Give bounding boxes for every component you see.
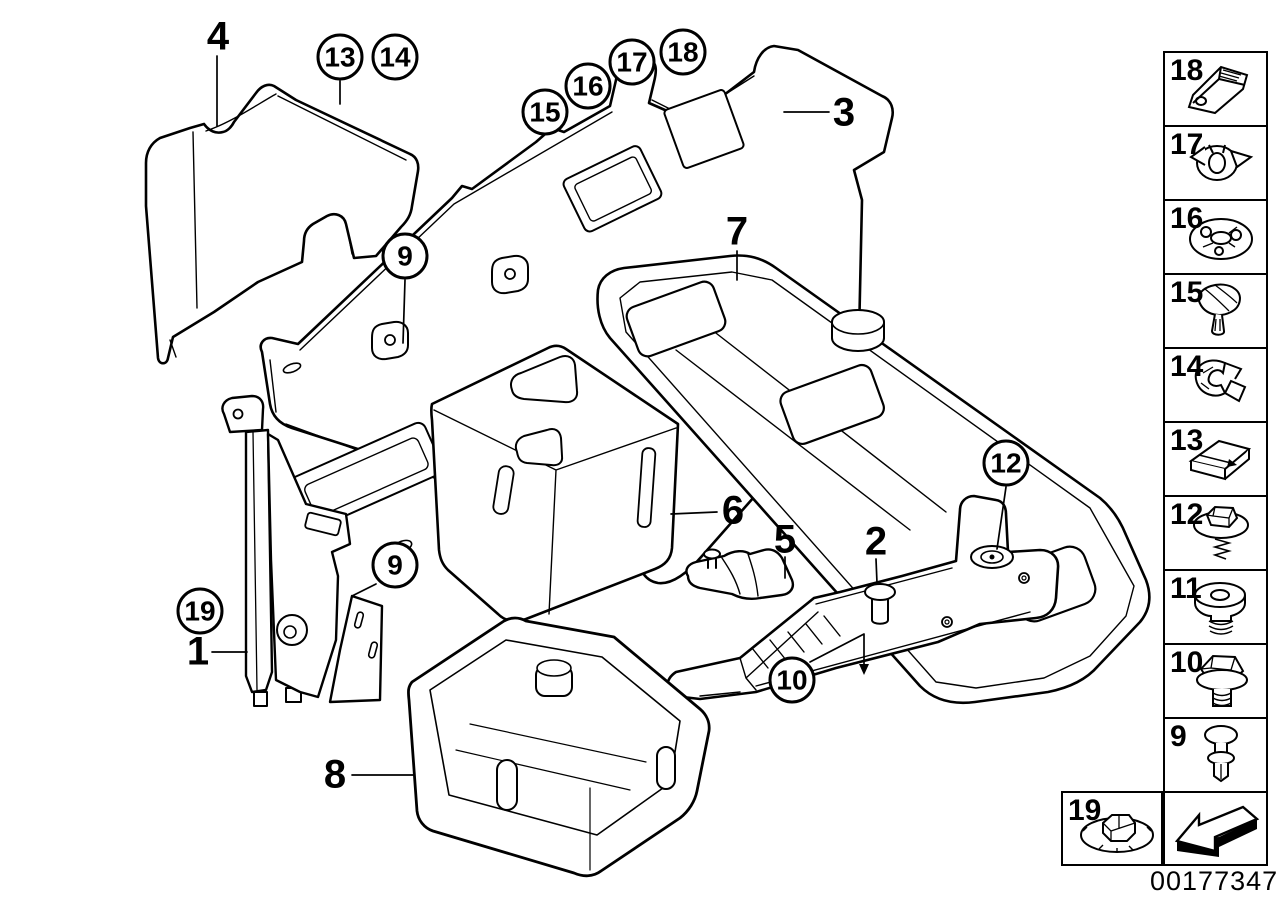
- part-5-bracket-drawing: [685, 548, 795, 600]
- legend-number-17: 17: [1170, 128, 1204, 161]
- legend-item-11[interactable]: 11: [1165, 571, 1266, 645]
- callout-balloon-17[interactable]: 17: [608, 38, 656, 86]
- legend-number-14: 14: [1170, 350, 1204, 383]
- legend-item-16[interactable]: 16: [1165, 201, 1266, 275]
- part-1-side-bracket-drawing: [221, 394, 384, 707]
- callout-label-5[interactable]: 5: [773, 517, 797, 562]
- legend-item-18[interactable]: 18: [1165, 53, 1266, 127]
- callout-balloon-9-upper[interactable]: 9: [381, 232, 429, 280]
- callout-balloon-13[interactable]: 13: [316, 33, 364, 81]
- legend-number-12: 12: [1170, 498, 1204, 531]
- legend-number-19: 19: [1068, 794, 1102, 827]
- legend-direction-cell[interactable]: [1165, 793, 1266, 864]
- legend-item-14[interactable]: 14: [1165, 349, 1266, 423]
- legend-item-15[interactable]: 15: [1165, 275, 1266, 349]
- part-2-support-rail-drawing: [666, 494, 1060, 701]
- diagram-image-id: 00177347: [1150, 866, 1279, 896]
- legend-number-16: 16: [1170, 202, 1204, 235]
- legend-item-19[interactable]: 19: [1061, 791, 1163, 866]
- callout-label-3[interactable]: 3: [832, 90, 856, 135]
- callout-balloon-12[interactable]: 12: [982, 439, 1030, 487]
- part-6-storage-box-drawing: [429, 344, 680, 623]
- callout-balloon-18[interactable]: 18: [659, 28, 707, 76]
- legend-item-12[interactable]: 12: [1165, 497, 1266, 571]
- callout-label-4[interactable]: 4: [206, 14, 230, 59]
- legend-number-13: 13: [1170, 424, 1204, 457]
- callout-balloon-19[interactable]: 19: [176, 587, 224, 635]
- callout-balloon-15[interactable]: 15: [521, 88, 569, 136]
- part-4-battery-cover-drawing: [144, 83, 420, 365]
- callout-label-8[interactable]: 8: [323, 752, 347, 797]
- callout-label-2[interactable]: 2: [864, 519, 888, 564]
- legend-number-15: 15: [1170, 276, 1204, 309]
- legend-item-10[interactable]: 10: [1165, 645, 1266, 719]
- callout-balloon-14[interactable]: 14: [371, 33, 419, 81]
- fastener-legend: 18 17: [1163, 51, 1268, 866]
- part-8-storage-tub-drawing: [407, 616, 711, 878]
- legend-item-13[interactable]: 13: [1165, 423, 1266, 497]
- callout-leader-lines: [211, 55, 1007, 776]
- callout-label-7[interactable]: 7: [725, 209, 749, 254]
- callout-label-6[interactable]: 6: [721, 488, 745, 533]
- legend-number-9: 9: [1170, 720, 1187, 753]
- callout-balloon-9-lower[interactable]: 9: [371, 541, 419, 589]
- callout-balloon-16[interactable]: 16: [564, 62, 612, 110]
- callout-label-1[interactable]: 1: [186, 629, 210, 674]
- legend-number-11: 11: [1170, 572, 1202, 605]
- callout-balloon-10[interactable]: 10: [768, 656, 816, 704]
- legend-number-18: 18: [1170, 54, 1204, 87]
- legend-number-10: 10: [1170, 646, 1204, 679]
- legend-item-17[interactable]: 17: [1165, 127, 1266, 201]
- legend-item-9[interactable]: 9: [1165, 719, 1266, 793]
